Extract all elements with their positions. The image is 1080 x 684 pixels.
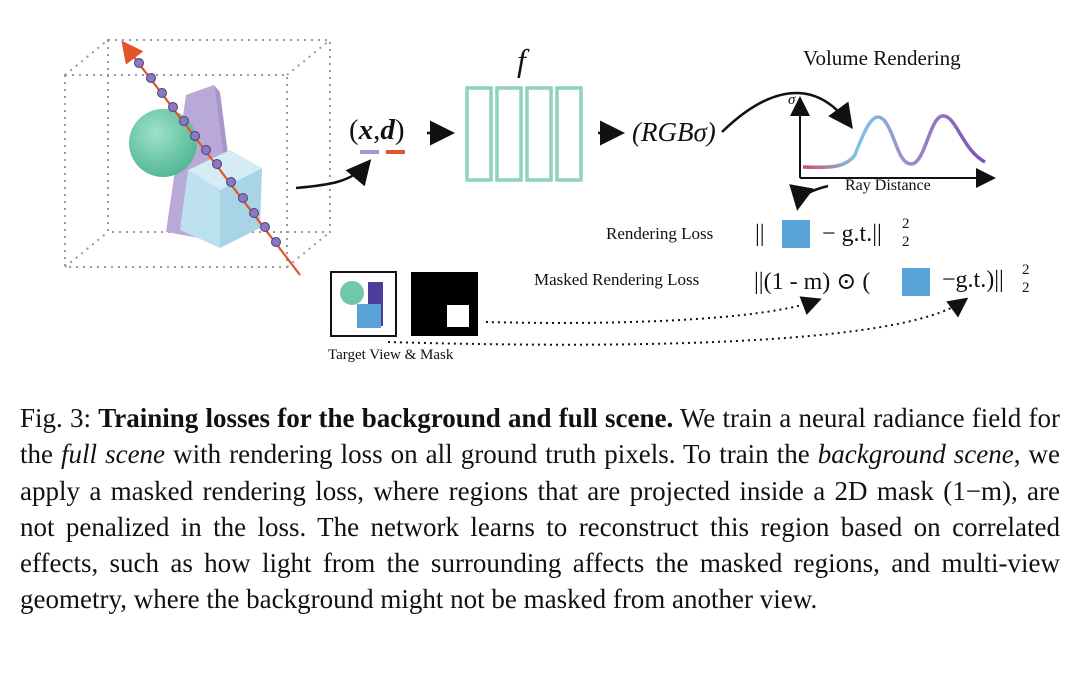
masked-loss-right: −g.t.)||	[942, 267, 1004, 294]
rendering-loss-label: Rendering Loss	[606, 224, 714, 243]
rendering-loss-gt: − g.t.	[822, 221, 873, 247]
masked-loss-left: ||(1 - m) ⊙ (	[754, 269, 871, 295]
sphere-shape	[129, 109, 197, 177]
rendering-loss-right: − g.t.||	[822, 221, 882, 248]
caption-full-scene: full scene	[61, 439, 166, 470]
caption-fig-label: Fig. 3:	[20, 403, 92, 433]
scene-bounding-box	[64, 39, 331, 268]
masked-loss-close-norm: ||	[994, 267, 1004, 293]
masked-loss-subscript: 2	[1022, 280, 1030, 296]
network-input-label: (x,d)	[349, 114, 405, 147]
plot-to-render-arrow	[789, 184, 829, 211]
caption-background-scene: background scene	[817, 439, 1014, 470]
masked-loss-superscript: 2	[1022, 262, 1030, 278]
rendering-loss-left-norm: ||	[755, 221, 765, 247]
rendering-loss-close-norm: ||	[872, 221, 882, 247]
mlp-layers	[465, 86, 583, 182]
target-to-gt-arrow	[387, 297, 969, 346]
input-comma: ,	[373, 114, 381, 146]
input-open-paren: (	[349, 114, 359, 146]
mask-to-masked-loss-arrow	[485, 296, 822, 324]
masked-pixel-square	[902, 268, 930, 296]
caption-title: Training losses for the background and f…	[98, 403, 674, 433]
sigma-axis-label: σ	[788, 92, 796, 108]
rendering-loss-superscript: 2	[902, 216, 910, 232]
caption-mask-expression: (1−m)	[943, 475, 1011, 506]
input-x-symbol: x	[358, 114, 374, 146]
caption-text-2: with rendering loss on all ground truth …	[165, 439, 818, 470]
ray-distance-label: Ray Distance	[845, 177, 931, 194]
ray-sample-points	[134, 58, 281, 247]
target-view-image	[330, 271, 397, 337]
mlp-function-label: f	[517, 42, 526, 78]
scene-to-input-arrow	[295, 159, 372, 190]
output-to-plot-arrow	[721, 91, 853, 133]
target-view-mask-label: Target View & Mask	[328, 347, 454, 363]
density-curve	[802, 114, 986, 170]
figure-caption: Fig. 3: Training losses for the backgrou…	[20, 400, 1060, 618]
masked-loss-gt: −g.t.)	[942, 267, 995, 293]
cube-shape	[180, 150, 262, 248]
caption-text-4: , are not penalized in the loss. The net…	[20, 475, 1061, 615]
network-output-label: (RGBσ)	[632, 117, 716, 147]
caption-text-1: We train a neural radiance field for the	[20, 403, 1060, 470]
masked-rendering-loss-label: Masked Rendering Loss	[534, 270, 700, 289]
input-d-symbol: d	[380, 114, 395, 146]
camera-ray	[121, 40, 301, 276]
mask-image	[411, 272, 478, 336]
volume-plot-axes	[790, 96, 996, 188]
caption-text-3: , we apply a masked rendering loss, wher…	[20, 439, 1060, 506]
input-close-paren: )	[394, 114, 405, 146]
figure: f (x,d) (RGBσ) Volume Rendering σ Ray Di…	[64, 39, 1030, 363]
rendered-pixel-square	[782, 220, 810, 248]
volume-rendering-title: Volume Rendering	[803, 46, 961, 70]
rendering-loss-subscript: 2	[902, 234, 910, 250]
figure-diagram	[64, 39, 996, 346]
